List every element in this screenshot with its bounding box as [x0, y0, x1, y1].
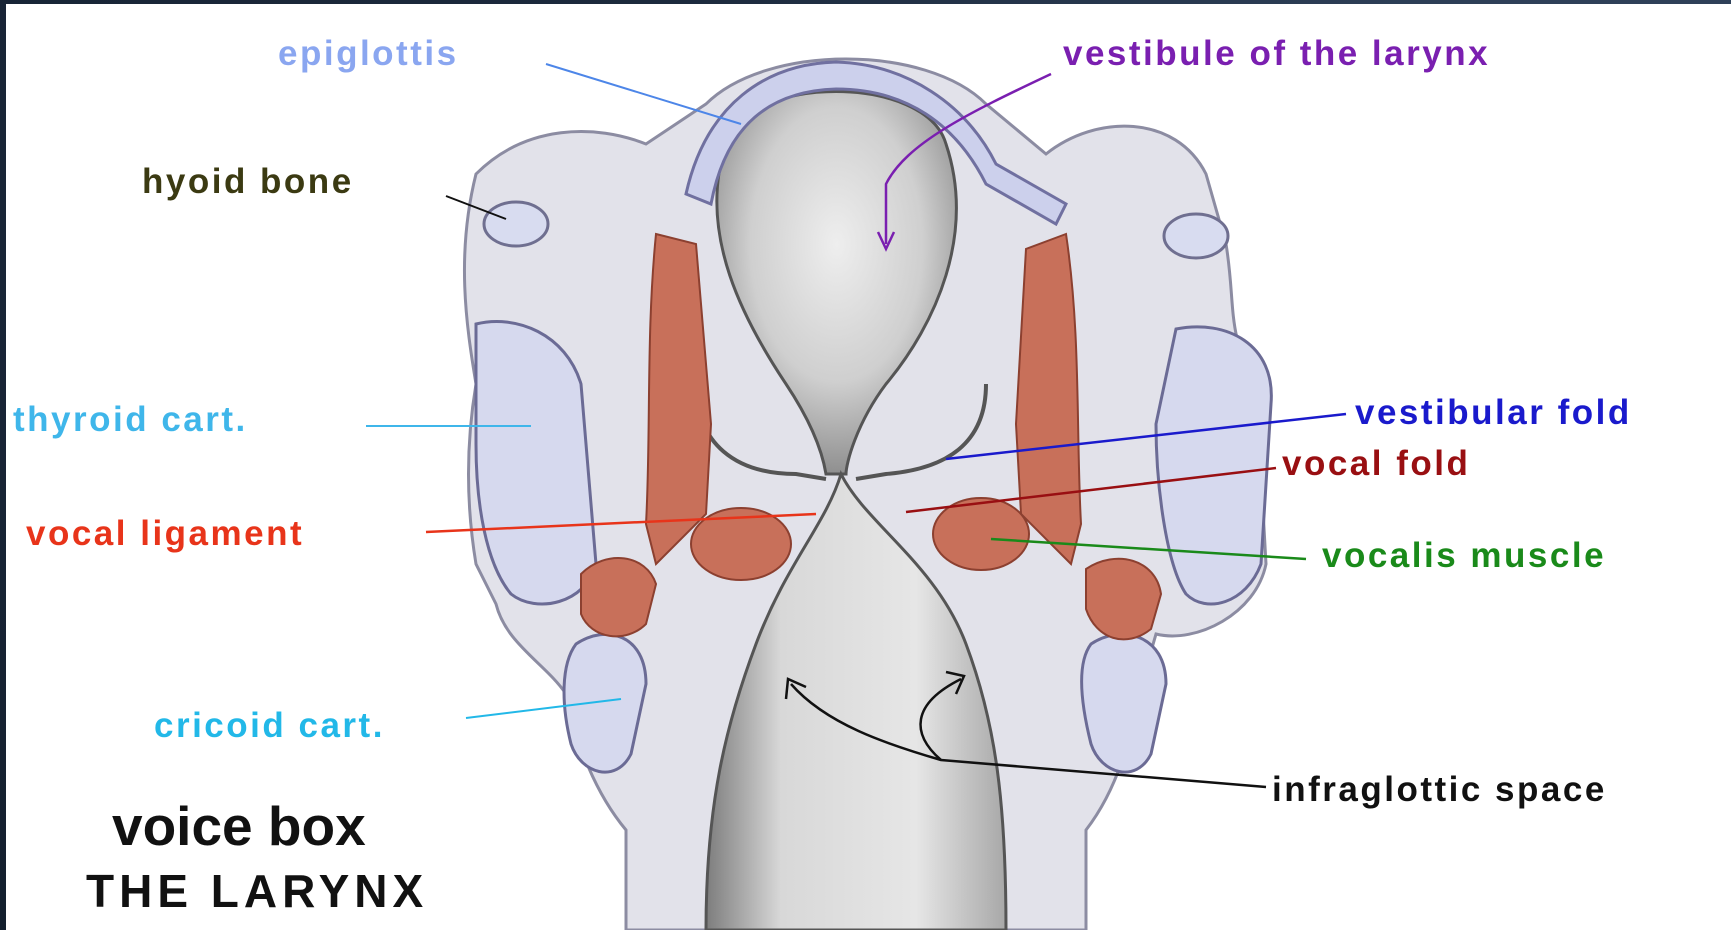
label-vestibule-of-the-larynx: vestibule of the larynx — [1063, 34, 1490, 74]
leader-epiglottis — [546, 64, 741, 124]
cricothyroid-right — [1086, 559, 1161, 640]
caption-voice-box: voice box — [112, 794, 366, 858]
diagram-canvas: epiglottis vestibule of the larynx hyoid… — [6, 4, 1731, 930]
label-infraglottic-space: infraglottic space — [1272, 770, 1607, 810]
cricothyroid-left — [581, 558, 656, 636]
hyoid-right — [1164, 214, 1228, 258]
vocalis-right — [933, 498, 1029, 570]
label-thyroid-cartilage: thyroid cart. — [13, 400, 248, 440]
label-vestibular-fold: vestibular fold — [1355, 393, 1632, 433]
thyroarytenoid-right — [1016, 234, 1081, 564]
hyoid-left — [484, 202, 548, 246]
label-epiglottis: epiglottis — [278, 34, 459, 74]
cricoid-right — [1082, 634, 1166, 772]
label-cricoid-cartilage: cricoid cart. — [154, 706, 385, 746]
caption-the-larynx: THE LARYNX — [86, 864, 428, 918]
label-vocalis-muscle: vocalis muscle — [1322, 536, 1606, 576]
thyroid-right — [1156, 327, 1271, 604]
label-hyoid-bone: hyoid bone — [142, 162, 354, 202]
label-vocal-ligament: vocal ligament — [26, 514, 304, 554]
label-vocal-fold: vocal fold — [1282, 444, 1470, 484]
